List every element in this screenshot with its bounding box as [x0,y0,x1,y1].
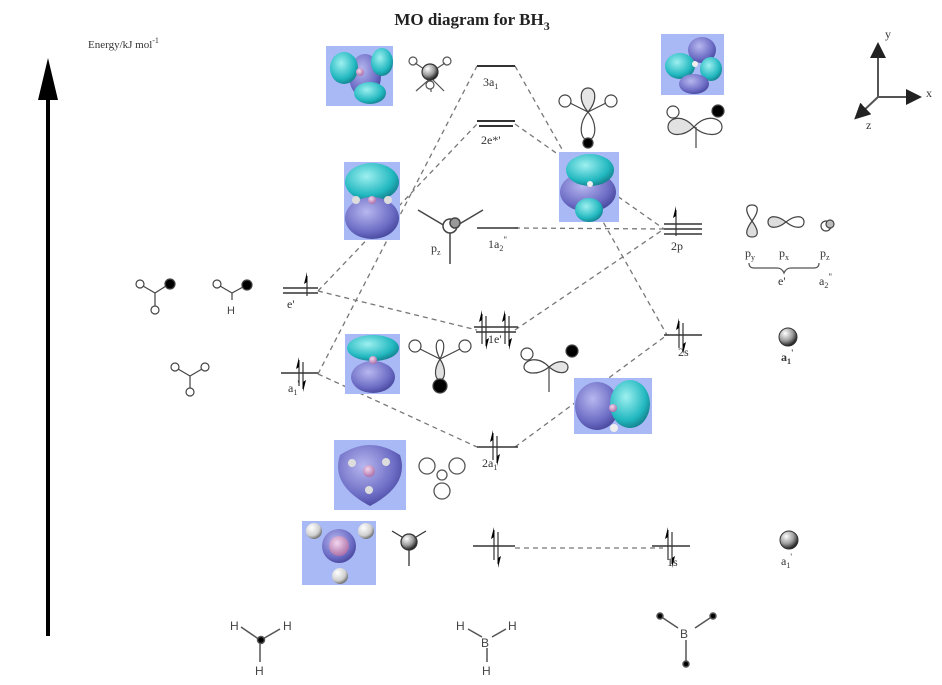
svg-text:a1': a1' [288,379,299,397]
svg-text:1e': 1e' [488,332,502,346]
h3-e-schematic-a [135,278,176,315]
diagram-title: MO diagram for BH3 [394,10,549,33]
schematic-2e-star-a [558,87,618,149]
svg-text:pz: pz [431,241,441,257]
svg-text:2p: 2p [671,239,683,253]
schematic-3a1 [408,56,452,92]
schematic-1e-b [520,344,579,392]
orbital-render-1s [302,521,376,585]
axis-y-label: y [885,27,891,41]
orbital-render-3a1 [326,46,393,106]
svg-text:a2": a2" [819,272,832,290]
orbital-render-1a2pp [344,162,400,240]
orbital-render-2e-star [661,34,724,95]
mo-level-1a2pp: 1a2" [477,227,518,253]
schematic-2a1 [418,457,466,500]
svg-text:H: H [456,619,465,633]
schematic-2e-star-b [666,104,725,148]
fragment-h3: H H H [230,619,292,678]
energy-axis-label: Energy/kJ mol-1 [88,36,159,51]
coordinate-axes-icon: y x z [854,27,932,132]
orbital-render-1e-a [345,334,400,394]
mo-level-2e-star: 2e*' [477,120,515,147]
svg-text:3a1: 3a1 [483,75,498,91]
svg-text:H: H [508,619,517,633]
svg-text:e': e' [287,297,295,311]
orbital-render-2a1 [334,440,406,510]
mo-level-1e: 1e' [474,310,518,350]
svg-text:2e*': 2e*' [481,133,501,147]
ao-level-2s: 2s [664,318,702,359]
s-orbital-1s: a1' [779,530,799,570]
ao-level-1s: 1s [652,527,690,569]
svg-text:a1': a1' [781,552,792,570]
schematic-1e-a [408,339,472,394]
svg-text:H: H [255,664,264,678]
svg-text:py: py [745,246,755,262]
svg-text:a1': a1' [781,348,794,366]
svg-text:B: B [481,636,489,650]
svg-text:pz: pz [820,246,830,262]
schematic-pz: pz [417,209,484,264]
svg-text:2a1': 2a1' [482,454,499,472]
h3-a1-schematic [170,362,210,397]
s-orbital-2s: a1' [778,327,798,366]
svg-text:H: H [283,619,292,633]
svg-text:H: H [230,619,239,633]
svg-text:2s: 2s [678,345,689,359]
fragment-bh3: B H H H [456,619,517,678]
orbital-render-1e-b [574,378,652,434]
mo-level-3a1: 3a1 [477,65,515,91]
svg-text:e': e' [778,274,786,288]
svg-text:px: px [779,246,789,262]
h3-level-e: e' [283,272,318,311]
schematic-1s [391,530,427,566]
axis-x-label: x [926,86,932,100]
mo-level-1s-left [473,527,515,568]
svg-text:B: B [680,627,688,641]
h3-level-a1: a1' [281,357,318,397]
h3-e-schematic-b: H [212,279,253,317]
mo-level-2a1: 2a1' [477,430,518,472]
svg-text:H: H [227,305,235,317]
axis-z-label: z [866,118,871,132]
p-orbital-legend: py px pz e' a2" [745,204,835,290]
ao-level-2p: 2p [664,206,702,253]
fragment-b: B [656,612,717,668]
orbital-render-2e-upper [559,152,619,222]
svg-text:1s: 1s [667,555,678,569]
energy-axis-arrowhead [38,58,58,100]
svg-text:1a2": 1a2" [488,235,507,253]
svg-text:H: H [482,664,491,678]
